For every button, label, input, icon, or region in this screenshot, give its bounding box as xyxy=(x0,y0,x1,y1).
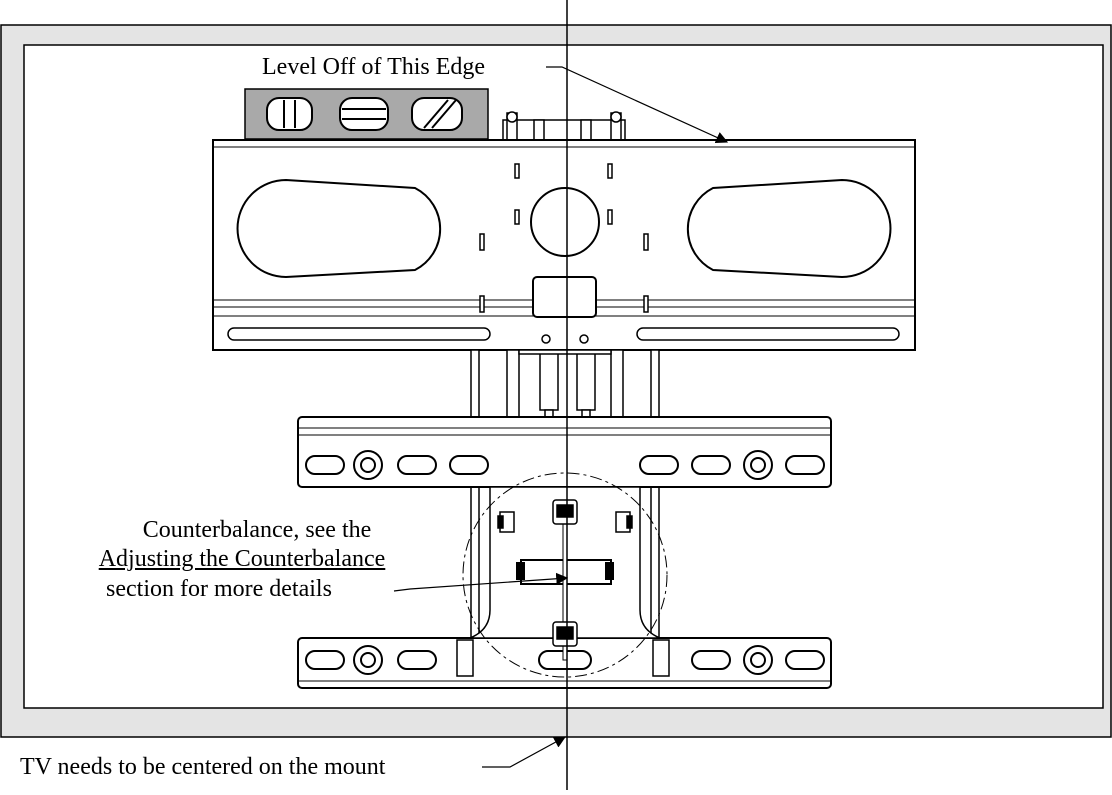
counterbalance-line3: section for more details xyxy=(106,576,332,602)
upper-tv-bracket xyxy=(297,416,832,488)
counterbalance-line1: Counterbalance, see the xyxy=(142,517,372,543)
level-edge-label: Level Off of This Edge xyxy=(262,54,486,80)
lower-tv-bracket xyxy=(297,637,832,689)
center-note-label: TV needs to be centered on the mount xyxy=(20,754,386,780)
top-brackets xyxy=(502,111,626,144)
counterbalance-line2: Adjusting the Counterbalance xyxy=(98,546,386,572)
clips xyxy=(456,499,670,677)
center-leader xyxy=(482,736,567,768)
detail-circle xyxy=(462,472,668,678)
counterbalance-leader xyxy=(393,572,569,592)
bubble-level xyxy=(244,88,489,140)
wall-plate xyxy=(212,139,916,351)
level-leader xyxy=(546,66,729,143)
